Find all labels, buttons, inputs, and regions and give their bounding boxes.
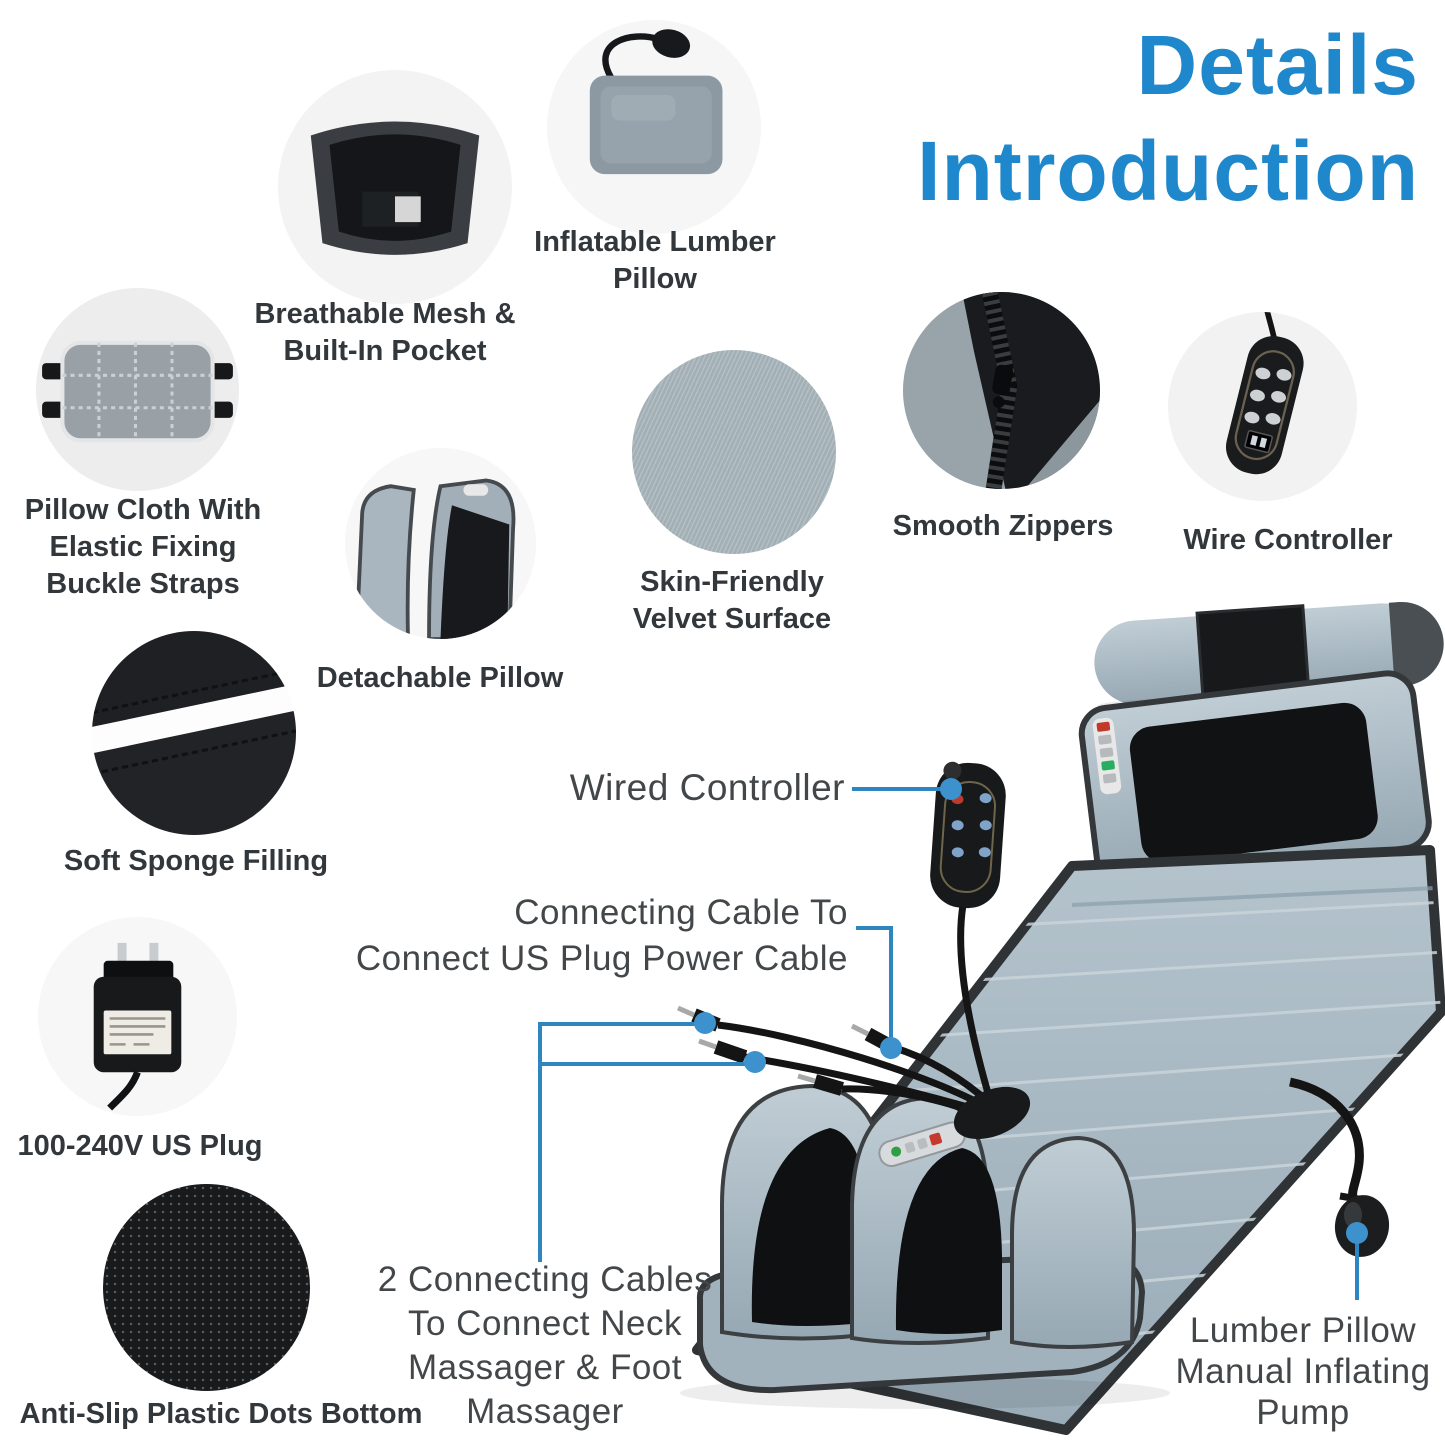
callout-connecting-cables-massagers: 2 Connecting Cables To Connect Neck Mass…	[335, 1258, 755, 1434]
feature-photo-detachable-pillow	[345, 448, 536, 639]
foot-massager-right-wall	[1010, 1135, 1137, 1349]
feature-photo-breathable-mesh	[278, 70, 512, 304]
connecting-cables	[676, 1005, 1031, 1140]
foot-well-right	[895, 1148, 1002, 1334]
callout-line-cables-top	[538, 1022, 695, 1262]
foot-massager-control-strip	[878, 1121, 966, 1168]
feature-label-line: Velvet Surface	[632, 603, 832, 635]
feature-label-line: Detachable Pillow	[316, 662, 564, 694]
feature-photo-us-plug	[38, 917, 237, 1116]
foot-massager	[680, 1083, 1170, 1409]
callout-connecting-cable-power: Connecting Cable To Connect US Plug Powe…	[298, 890, 848, 982]
foot-well-left	[751, 1128, 870, 1326]
feature-photo-smooth-zippers	[903, 292, 1100, 489]
anti-slip-dots-photo	[103, 1184, 310, 1391]
callout-lumber-pillow-pump: Lumber Pillow Manual Inflating Pump	[1123, 1310, 1445, 1433]
feature-photo-pillow-cloth	[36, 288, 239, 491]
feature-label-line: Soft Sponge Filling	[63, 845, 329, 877]
callout-line-text: Massager & Foot	[408, 1348, 682, 1387]
feature-label-line: Skin-Friendly	[640, 566, 824, 598]
feature-label-us-plug: 100-240V US Plug	[0, 1128, 280, 1165]
feature-label-line: 100-240V US Plug	[17, 1130, 263, 1162]
feature-label-pillow-cloth: Pillow Cloth With Elastic Fixing Buckle …	[0, 492, 286, 603]
feature-label-line: Pillow	[613, 263, 697, 295]
page-title-line2: Introduction	[917, 124, 1419, 218]
feature-label-line: Wire Controller	[1183, 524, 1393, 556]
callout-line-text: Pump	[1256, 1393, 1350, 1432]
feature-photo-inflatable-lumber-pillow	[547, 20, 761, 234]
callout-line-text: Manual Inflating	[1175, 1352, 1431, 1391]
breathable-mesh-photo	[310, 121, 480, 255]
callout-line-text: Connect US Plug Power Cable	[355, 939, 848, 978]
feature-label-line: Pillow Cloth With	[24, 494, 262, 526]
feature-label-anti-slip: Anti-Slip Plastic Dots Bottom	[0, 1396, 442, 1433]
cable-hub	[953, 1086, 1031, 1140]
feature-photo-anti-slip	[103, 1184, 310, 1391]
feature-label-line: Breathable Mesh &	[254, 298, 516, 330]
feature-label-line: Smooth Zippers	[892, 510, 1114, 542]
callout-wired-controller: Wired Controller	[395, 765, 845, 810]
detachable-pillow-photo	[345, 448, 536, 639]
feature-label-skin-friendly-velvet: Skin-Friendly Velvet Surface	[532, 564, 932, 638]
callout-line-text: Wired Controller	[569, 767, 845, 808]
callout-dots	[694, 778, 1368, 1244]
soft-sponge-photo	[92, 631, 296, 835]
callout-line-text: 2 Connecting Cables	[377, 1260, 713, 1299]
back-massage-panel	[1078, 670, 1432, 886]
headrest-pillow	[1094, 602, 1444, 705]
callout-line-text: To Connect Neck	[407, 1304, 683, 1343]
callout-lines	[538, 787, 1359, 1300]
feature-label-line: Anti-Slip Plastic Dots Bottom	[19, 1398, 423, 1430]
feature-label-breathable-mesh: Breathable Mesh & Built-In Pocket	[165, 296, 605, 370]
feature-photo-soft-sponge	[92, 631, 296, 835]
us-plug-photo	[93, 942, 182, 1111]
feature-label-wire-controller: Wire Controller	[1088, 522, 1445, 559]
feature-label-line: Inflatable Lumber	[534, 226, 776, 258]
feature-label-line: Buckle Straps	[46, 568, 240, 600]
smooth-zippers-photo	[903, 292, 1100, 489]
callout-line-text: Lumber Pillow	[1189, 1311, 1417, 1350]
wire-controller-photo	[1225, 312, 1304, 475]
pillow-cloth-photo	[42, 340, 233, 443]
callout-line-power-cable	[856, 926, 893, 1041]
feature-label-smooth-zippers: Smooth Zippers	[803, 508, 1203, 545]
page-title: Details Introduction	[917, 12, 1419, 224]
velvet-texture-photo	[632, 350, 836, 554]
inflatable-lumber-pillow-photo	[589, 29, 723, 175]
feature-label-soft-sponge: Soft Sponge Filling	[0, 843, 392, 880]
feature-label-line: Elastic Fixing	[49, 531, 237, 563]
feature-label-inflatable-lumber-pillow: Inflatable Lumber Pillow	[455, 224, 855, 298]
page-title-line1: Details	[1136, 18, 1419, 112]
feature-photo-wire-controller	[1168, 312, 1357, 501]
feature-photo-skin-friendly-velvet	[632, 350, 836, 554]
feature-label-line: Built-In Pocket	[283, 335, 487, 367]
callout-line-text: Massager	[466, 1392, 624, 1431]
callout-line-text: Connecting Cable To	[514, 893, 848, 932]
feature-label-detachable-pillow: Detachable Pillow	[240, 660, 640, 697]
